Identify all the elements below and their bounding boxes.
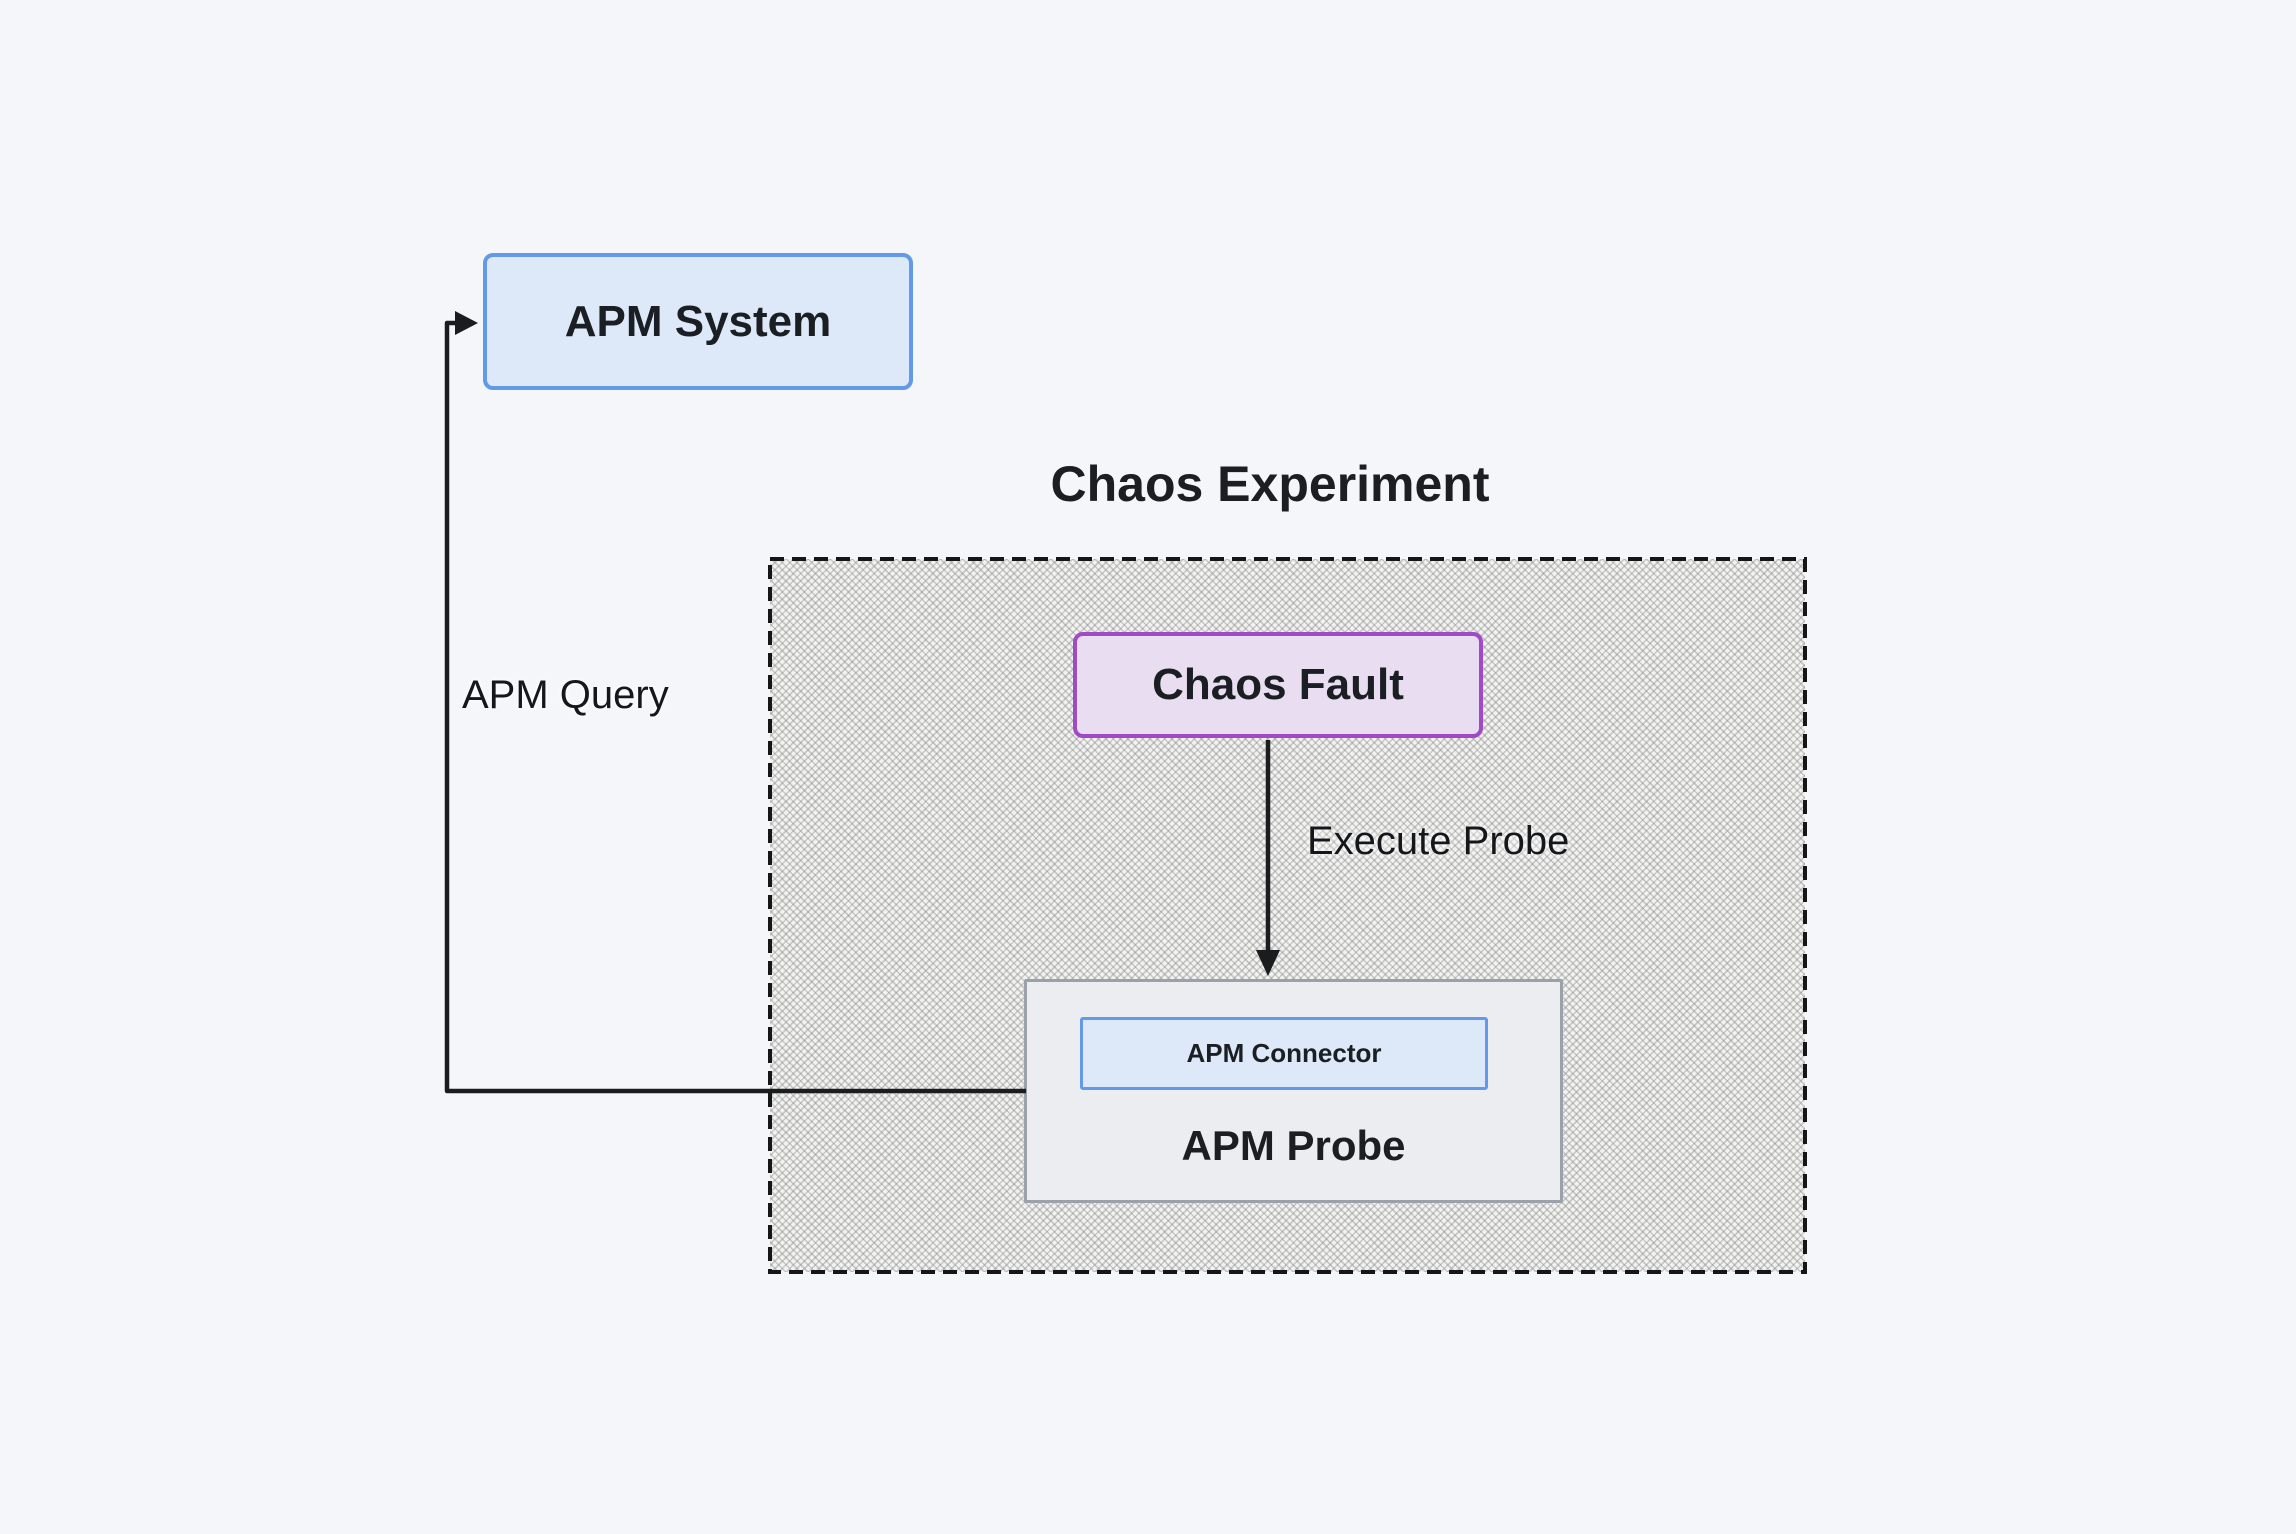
apm-query-arrowhead xyxy=(455,311,478,335)
apm-system-label: APM System xyxy=(564,296,832,346)
apm-system-node: APM System xyxy=(483,253,913,390)
chaos-experiment-region: Chaos Fault Execute Probe APM Connector … xyxy=(770,559,1805,1272)
chaos-fault-label: Chaos Fault xyxy=(1152,660,1404,709)
chaos-fault-node: Chaos Fault xyxy=(1073,632,1483,738)
apm-connector-node: APM Connector xyxy=(1080,1017,1488,1090)
apm-query-label: APM Query xyxy=(462,673,669,717)
apm-probe-node: APM Connector APM Probe xyxy=(1024,979,1563,1203)
apm-probe-label: APM Probe xyxy=(1181,1122,1406,1169)
apm-connector-label: APM Connector xyxy=(1186,1038,1382,1068)
chaos-experiment-title: Chaos Experiment xyxy=(1050,456,1490,512)
execute-probe-label: Execute Probe xyxy=(1307,819,1570,863)
